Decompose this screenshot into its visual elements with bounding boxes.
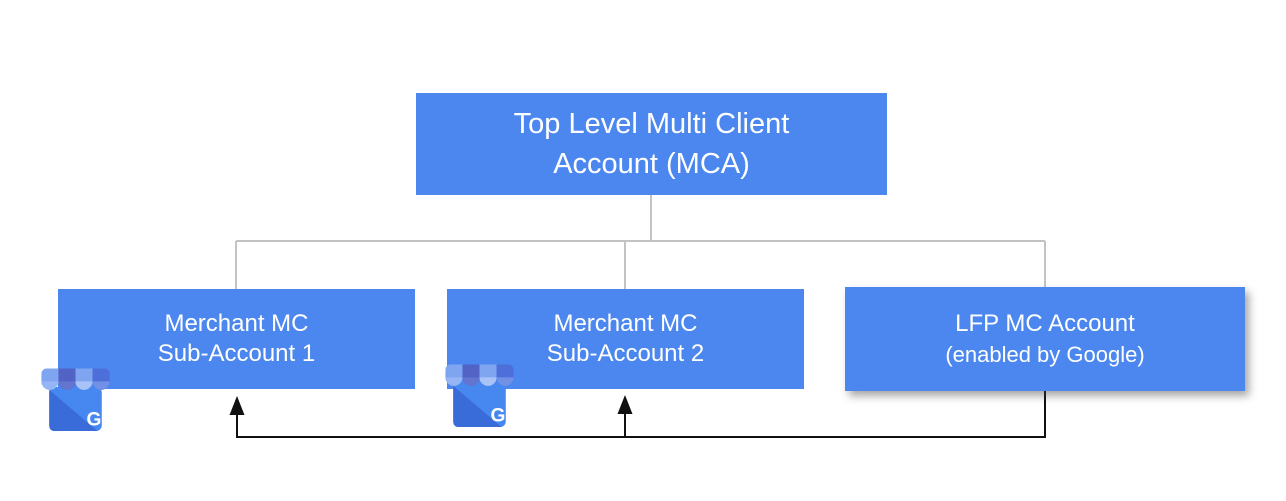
node-sub1-label-line1: Merchant MC (164, 310, 309, 337)
awning-scallop-1 (445, 377, 463, 386)
awning-scallop-1 (41, 381, 59, 390)
google-letter: G (491, 405, 506, 426)
awning-scallop-3 (75, 381, 93, 390)
awning-scallop-4 (92, 381, 110, 390)
flow-arrow-path (236, 391, 1046, 438)
node-sub2-label-line2: Sub-Account 2 (546, 340, 705, 367)
awning-scallop-3 (479, 377, 497, 386)
awning-scallop-4 (496, 377, 514, 386)
storefront-shade (453, 385, 502, 428)
tree-connector-lines (235, 195, 1046, 289)
node-mca-label-line2: Account (MCA) (553, 148, 750, 180)
node-lfp-mc-account: LFP MC Account (enabled by Google) (845, 287, 1245, 391)
google-business-icon-sub2: G (445, 364, 514, 428)
node-lfp-label-line1: LFP MC Account (955, 310, 1135, 337)
node-sub1-label-line2: Sub-Account 1 (157, 340, 316, 367)
node-sub2-label-line1: Merchant MC (553, 310, 698, 337)
awning-scallop-2 (58, 381, 76, 390)
awning-scallop-2 (462, 377, 480, 386)
node-mca-label-line1: Top Level Multi Client (513, 108, 790, 140)
node-lfp-label-line2: (enabled by Google) (945, 342, 1145, 367)
arrowhead-into-sub1 (229, 396, 245, 415)
node-merchant-sub-account-1: Merchant MC Sub-Account 1 (58, 289, 415, 389)
google-letter: G (87, 409, 102, 430)
node-top-level-mca: Top Level Multi Client Account (MCA) (416, 93, 887, 195)
arrowhead-into-sub2 (617, 395, 633, 414)
google-business-icon-sub1: G (41, 368, 110, 432)
